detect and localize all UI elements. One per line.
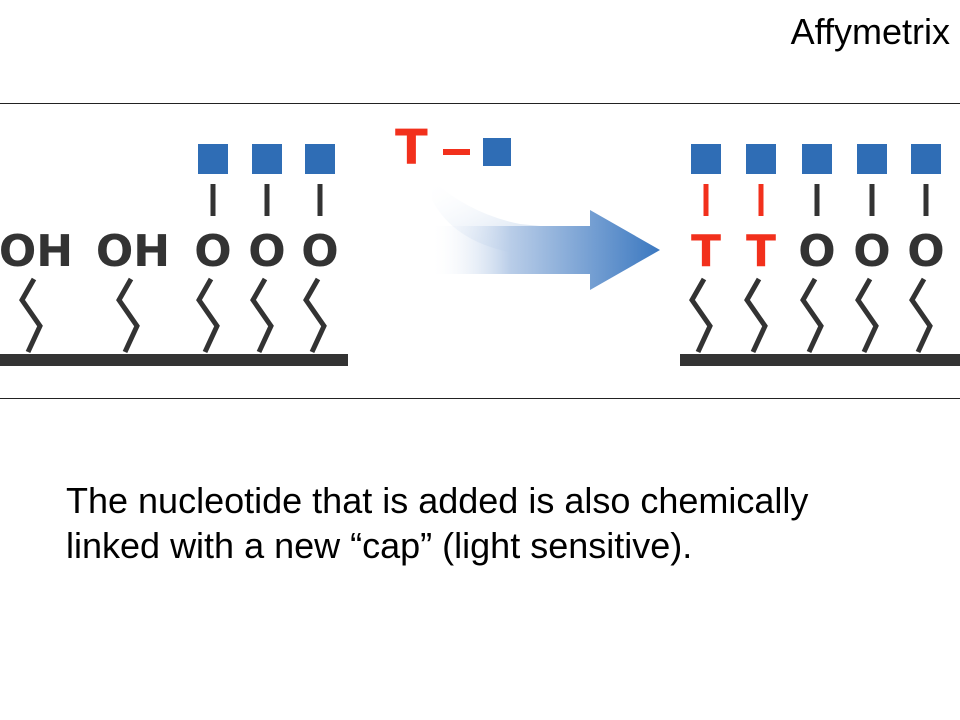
cap-square [746,144,776,174]
linker-zigzag [855,277,879,354]
reaction-arrow [430,210,660,290]
chemical-group-label: O [853,226,890,277]
site-before-5: O [301,144,339,354]
surface-bar [0,354,348,366]
site-before-1: OH [0,226,73,354]
linker-zigzag [909,277,933,354]
linker-zigzag [19,277,43,354]
caption-text: The nucleotide that is added is also che… [66,480,809,566]
chemical-group-label: OH [0,226,73,277]
site-before-3: O [194,144,232,354]
chemical-group-label: T [746,226,776,277]
linker-zigzag [116,277,140,354]
cap-square [857,144,887,174]
linker-zigzag [250,277,274,354]
reagent-cap-square [483,138,511,166]
site-after-2: T [744,144,776,354]
bottom-divider [0,398,960,399]
linker-zigzag [303,277,327,354]
brand-title: Affymetrix [790,11,950,52]
surface-bar [680,354,960,366]
site-after-1: T [689,144,721,354]
cap-square [305,144,335,174]
linker-zigzag [744,277,768,354]
chemical-group-label: T [691,226,721,277]
reaction-arrow-group: T [395,120,660,290]
cap-square [911,144,941,174]
site-before-2: OH [96,226,170,354]
site-after-4: O [853,144,891,354]
site-before-4: O [248,144,286,354]
cap-square [252,144,282,174]
site-after-3: O [798,144,836,354]
site-after-5: O [907,144,945,354]
linker-zigzag [800,277,824,354]
cap-square [198,144,228,174]
chemical-group-label: O [798,226,835,277]
reagent-nucleotide-label: T [395,120,428,176]
linker-zigzag [196,277,220,354]
chemical-group-label: O [301,226,338,277]
cap-square [691,144,721,174]
chemical-group-label: O [907,226,944,277]
cap-square [802,144,832,174]
chemical-group-label: O [194,226,231,277]
chemical-group-label: O [248,226,285,277]
chemical-group-label: OH [96,226,170,277]
top-divider [0,103,960,104]
linker-zigzag [689,277,713,354]
